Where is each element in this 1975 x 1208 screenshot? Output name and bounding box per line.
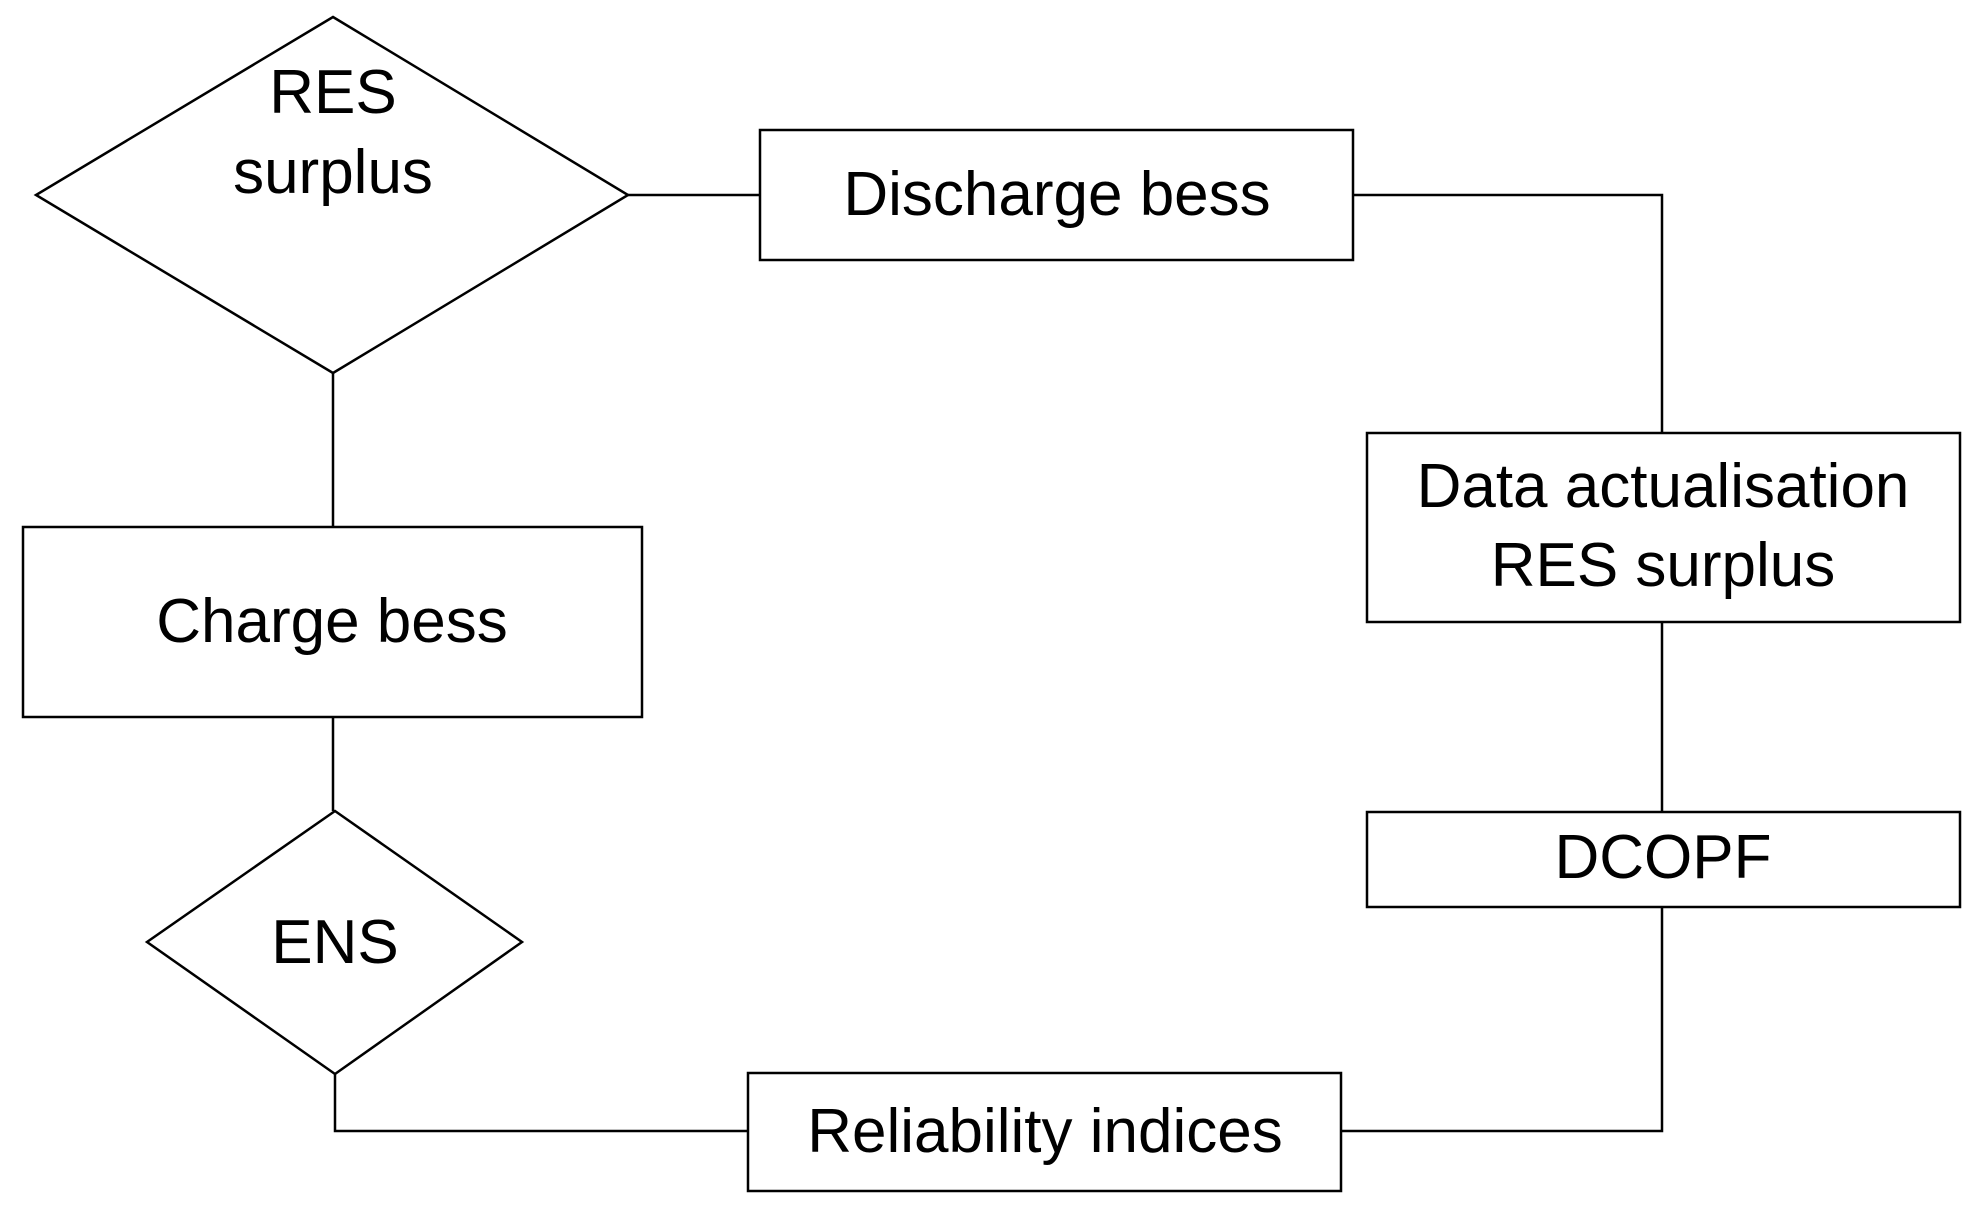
discharge-bess-box: [758, 128, 1355, 262]
dcopf-box: [1365, 810, 1962, 909]
process-dcopf: DCOPF: [1365, 810, 1962, 909]
process-discharge-bess: Discharge bess: [758, 128, 1355, 262]
data-actualisation-label-line1: Data actualisation: [1417, 452, 1910, 521]
ens-label: ENS: [271, 908, 398, 977]
connector-discharge-to-data-actualisation: [1353, 193, 1664, 433]
charge-bess-box: [21, 525, 644, 719]
res-surplus-diamond-shape: [33, 15, 631, 375]
connector-reliability-to-ens: [333, 1074, 748, 1133]
res-surplus-label-line1: RES: [269, 58, 396, 127]
discharge-bess-label: Discharge bess: [843, 160, 1270, 229]
res-surplus-label-line2: surplus: [233, 138, 433, 207]
data-actualisation-box: [1365, 431, 1962, 624]
process-reliability-indices: Reliability indices: [746, 1071, 1343, 1193]
process-data-actualisation: Data actualisation RES surplus: [1365, 431, 1962, 624]
connectors: [331, 193, 1664, 1133]
dcopf-label: DCOPF: [1555, 823, 1772, 892]
connector-dcopf-to-reliability: [1341, 907, 1664, 1133]
data-actualisation-label-line2: RES surplus: [1491, 531, 1836, 600]
charge-bess-label: Charge bess: [156, 587, 508, 656]
decision-ens: ENS: [144, 809, 525, 1076]
reliability-indices-label: Reliability indices: [807, 1097, 1283, 1166]
decision-res-surplus: RES surplus: [33, 15, 631, 375]
process-charge-bess: Charge bess: [21, 525, 644, 719]
reliability-indices-box: [746, 1071, 1343, 1193]
ens-diamond-shape: [144, 809, 525, 1076]
